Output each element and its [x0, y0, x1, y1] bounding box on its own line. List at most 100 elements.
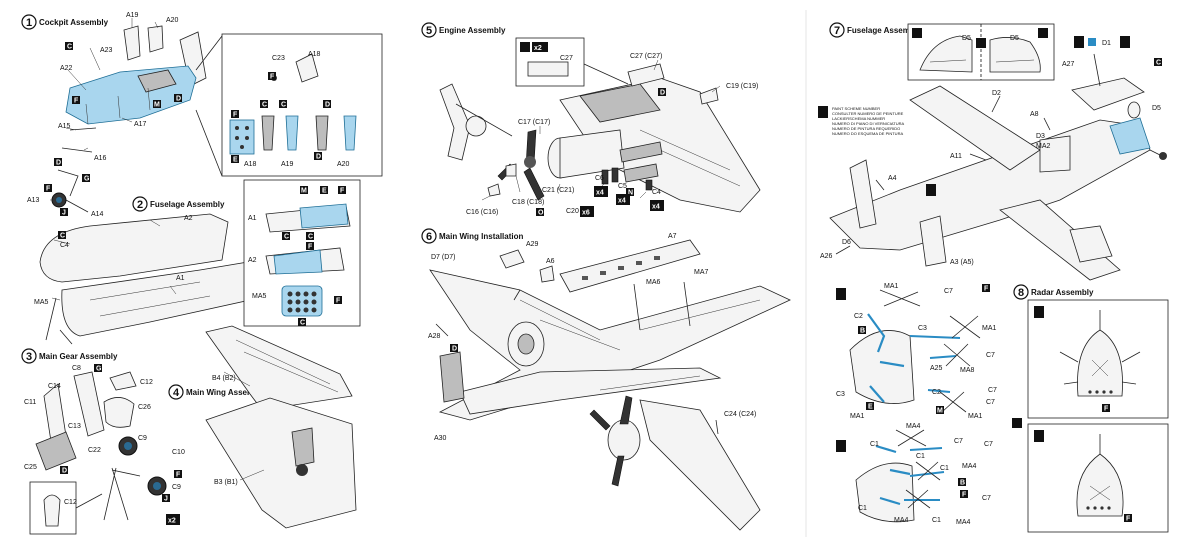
part-letter-badge: C [284, 234, 289, 241]
drawing-shape [44, 184, 52, 192]
part-label: MA5 [252, 293, 267, 300]
part-letter-badge: F [74, 98, 79, 105]
drawing-shape [866, 402, 874, 410]
drawing-shape [282, 232, 290, 240]
drawing-shape [527, 61, 569, 77]
part-letter-badge: x2 [534, 45, 542, 52]
drawing-shape [1159, 152, 1167, 160]
drawing-shape [1013, 284, 1029, 300]
drawing-shape [623, 163, 659, 183]
part-label: A19 [126, 12, 139, 19]
part-label: NUMERO DO ESQUEMA DE PINTURA [832, 131, 903, 136]
part-label: A13 [27, 197, 40, 204]
part-label: C7 [986, 399, 995, 406]
seat-back-part [123, 25, 141, 61]
drawing-shape [287, 291, 293, 297]
part-letter-badge: G [96, 366, 102, 373]
part-label: NUMERO DI PIANO DI VERNICIATURA [832, 121, 904, 126]
drawing-shape [296, 464, 308, 476]
step-2-fuselage: 2 Fuselage Assembly A2 C4 MA5 A1 C A1 A2 [34, 179, 361, 345]
part-label: NUMERO DE PINTURA REQUERIDO [832, 126, 900, 131]
part-letter-badge: C [300, 320, 305, 327]
drawing-shape [240, 145, 244, 149]
drawing-shape [976, 38, 986, 48]
drawing-shape [849, 159, 877, 229]
drawing-shape [245, 126, 249, 130]
part-label: B4 (B2) [212, 375, 236, 382]
drawing-shape [1069, 225, 1113, 263]
drawing-shape [1102, 404, 1110, 412]
seat-back-part-2 [147, 25, 164, 53]
part-label: MA1 [884, 283, 899, 290]
drawing-shape [109, 371, 137, 391]
drawing-shape [60, 208, 68, 216]
drawing-shape [600, 271, 606, 275]
part-label: D6 [842, 239, 851, 246]
drawing-shape [611, 455, 625, 487]
drawing-shape [235, 136, 239, 140]
step-1-header: 1 Cockpit Assembly [21, 14, 109, 30]
part-letter-badge: G [84, 176, 90, 183]
drawing-shape [235, 126, 239, 130]
drawing-shape [836, 288, 846, 300]
drawing-shape [523, 167, 545, 201]
drawing-shape [338, 186, 346, 194]
part-letter-badge: O [538, 210, 544, 217]
part-label: 8 [1018, 287, 1024, 299]
part-label: C12 [140, 379, 153, 386]
drawing-shape [261, 115, 275, 151]
part-label: C6 [595, 175, 604, 182]
drawing-shape [699, 87, 719, 105]
drawing-shape [929, 59, 1035, 63]
part-letter-badge: M [937, 408, 943, 415]
drawing-shape [174, 94, 182, 102]
drawing-shape [260, 100, 268, 108]
drawing-shape [1124, 514, 1132, 522]
part-label: C13 [68, 423, 81, 430]
drawing-shape [1038, 28, 1048, 38]
drawing-shape [89, 281, 211, 317]
part-label: C9 [172, 484, 181, 491]
drawing-shape [1088, 390, 1092, 394]
part-label: MA4 [894, 517, 909, 524]
drawing-shape [904, 447, 945, 501]
drawing-shape [303, 299, 309, 305]
part-letter-badge: x6 [582, 210, 590, 217]
drawing-shape [50, 18, 159, 201]
drawing-shape [926, 184, 936, 196]
part-letter-badge: D [56, 160, 61, 167]
part-label: C23 [272, 55, 285, 62]
drawing-shape [867, 313, 905, 403]
drawing-shape [539, 265, 555, 283]
part-label: C18 (C18) [512, 199, 544, 206]
part-letter-badge: C [281, 102, 286, 109]
drawing-shape [75, 493, 103, 509]
part-label: 7 [834, 25, 840, 37]
drawing-shape [65, 42, 73, 50]
drawing-shape [72, 96, 80, 104]
drawing-shape [1095, 390, 1099, 394]
part-letter-badge: x2 [168, 518, 176, 525]
part-label: C10 [172, 449, 185, 456]
drawing-shape [1086, 506, 1090, 510]
drawing-shape [875, 444, 911, 506]
drawing-shape [21, 14, 37, 30]
part-letter-badge: F [233, 112, 238, 119]
drawing-shape [626, 188, 634, 196]
part-letter-badge: D [316, 154, 321, 161]
part-label: C3 [836, 391, 845, 398]
drawing-shape [1089, 485, 1111, 501]
drawing-shape [235, 339, 339, 393]
part-label: D5 [962, 35, 971, 42]
drawing-shape [279, 100, 287, 108]
drawing-shape [323, 100, 331, 108]
drawing-shape [85, 87, 151, 125]
part-label: C24 (C24) [724, 411, 756, 418]
part-label: A26 [820, 253, 833, 260]
part-label: A20 [337, 161, 350, 168]
drawing-shape [989, 37, 1041, 73]
part-letter-badge: F [176, 472, 181, 479]
drawing-shape [132, 196, 148, 212]
part-label: A8 [1030, 111, 1039, 118]
